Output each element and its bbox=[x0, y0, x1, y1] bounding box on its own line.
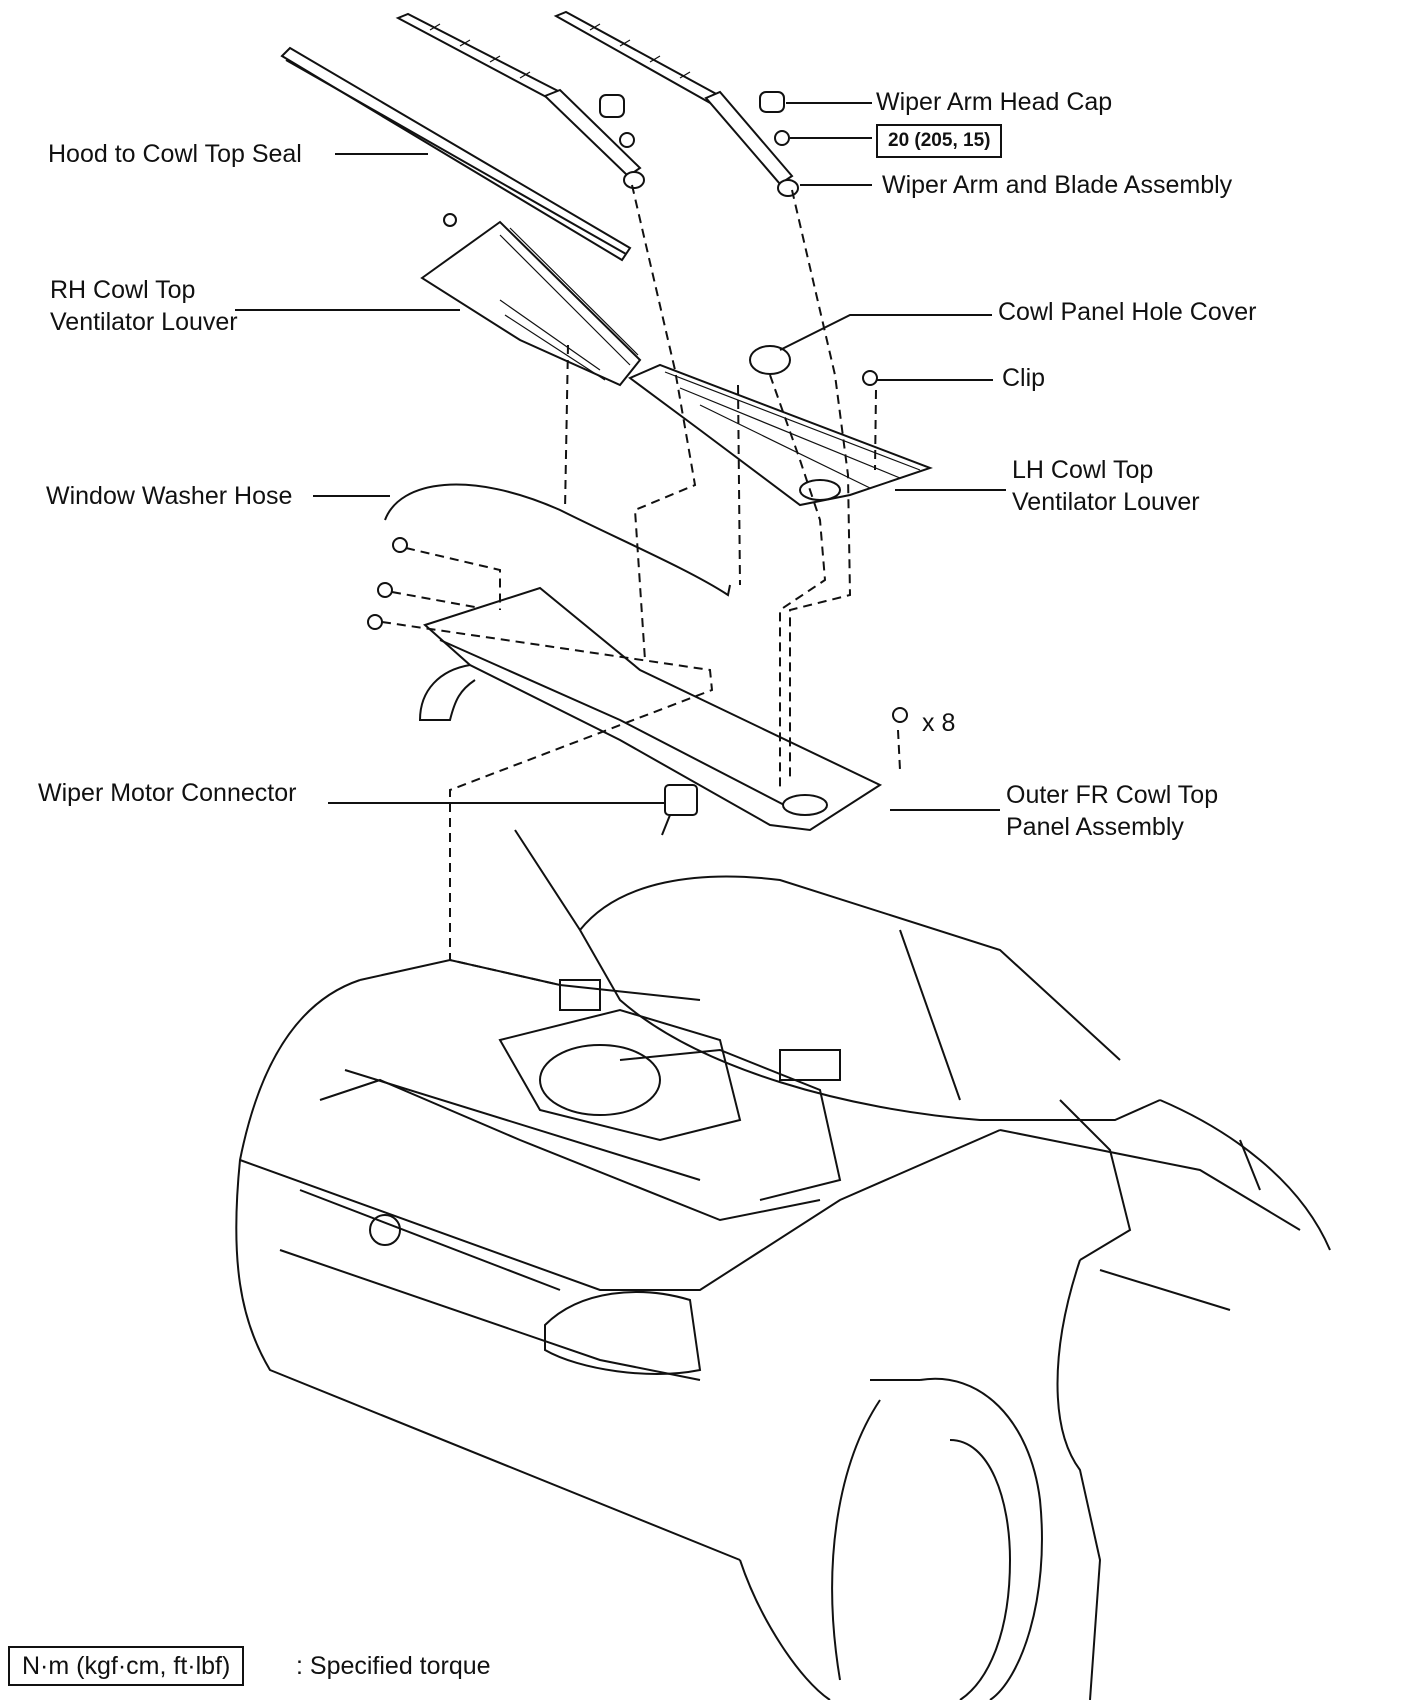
label-rh-louver-line1: RH Cowl Top bbox=[50, 276, 196, 304]
legend-torque-meaning: : Specified torque bbox=[296, 1652, 491, 1680]
torque-spec-box: 20 (205, 15) bbox=[876, 124, 1003, 158]
label-lh-louver-line1: LH Cowl Top bbox=[1012, 456, 1154, 484]
label-wiper-arm-blade: Wiper Arm and Blade Assembly bbox=[882, 171, 1233, 199]
nut-lh-shape bbox=[774, 130, 790, 146]
head-cap-lh-shape bbox=[759, 91, 785, 113]
hole-cover-shape bbox=[749, 345, 791, 375]
label-motor-connector: Wiper Motor Connector bbox=[38, 779, 297, 807]
washer-hose-part bbox=[384, 483, 731, 597]
label-clip-count: x 8 bbox=[922, 709, 956, 737]
label-clip: Clip bbox=[1002, 364, 1046, 392]
hood-seal-part bbox=[280, 46, 632, 262]
label-washer-hose: Window Washer Hose bbox=[46, 482, 293, 510]
wiper-arm-rh-part bbox=[395, 12, 645, 189]
label-rh-louver-line2: Ventilator Louver bbox=[50, 308, 238, 336]
wiper-arm-lh-part bbox=[553, 10, 799, 197]
label-outer-panel-line1: Outer FR Cowl Top bbox=[1006, 781, 1219, 809]
clip-rh-shape bbox=[443, 213, 457, 227]
head-cap-rh-shape bbox=[599, 94, 625, 118]
rh-louver-part bbox=[420, 213, 642, 387]
assembly-guide-lines bbox=[381, 184, 901, 986]
leader-lines bbox=[235, 102, 1006, 811]
motor-connector-part bbox=[661, 784, 698, 836]
lh-louver-part bbox=[628, 345, 933, 507]
label-wiper-arm-head-cap: Wiper Arm Head Cap bbox=[876, 88, 1113, 116]
label-hole-cover: Cowl Panel Hole Cover bbox=[998, 298, 1257, 326]
label-hood-seal: Hood to Cowl Top Seal bbox=[48, 140, 302, 168]
label-lh-louver-line2: Ventilator Louver bbox=[1012, 488, 1200, 516]
label-outer-panel-line2: Panel Assembly bbox=[1006, 813, 1184, 841]
nut-rh-shape bbox=[619, 132, 635, 148]
legend-torque-units-box: N·m (kgf·cm, ft·lbf) bbox=[8, 1646, 245, 1686]
clip-shape bbox=[862, 370, 878, 386]
car-illustration bbox=[235, 829, 1331, 1700]
outer-panel-part bbox=[367, 537, 908, 832]
